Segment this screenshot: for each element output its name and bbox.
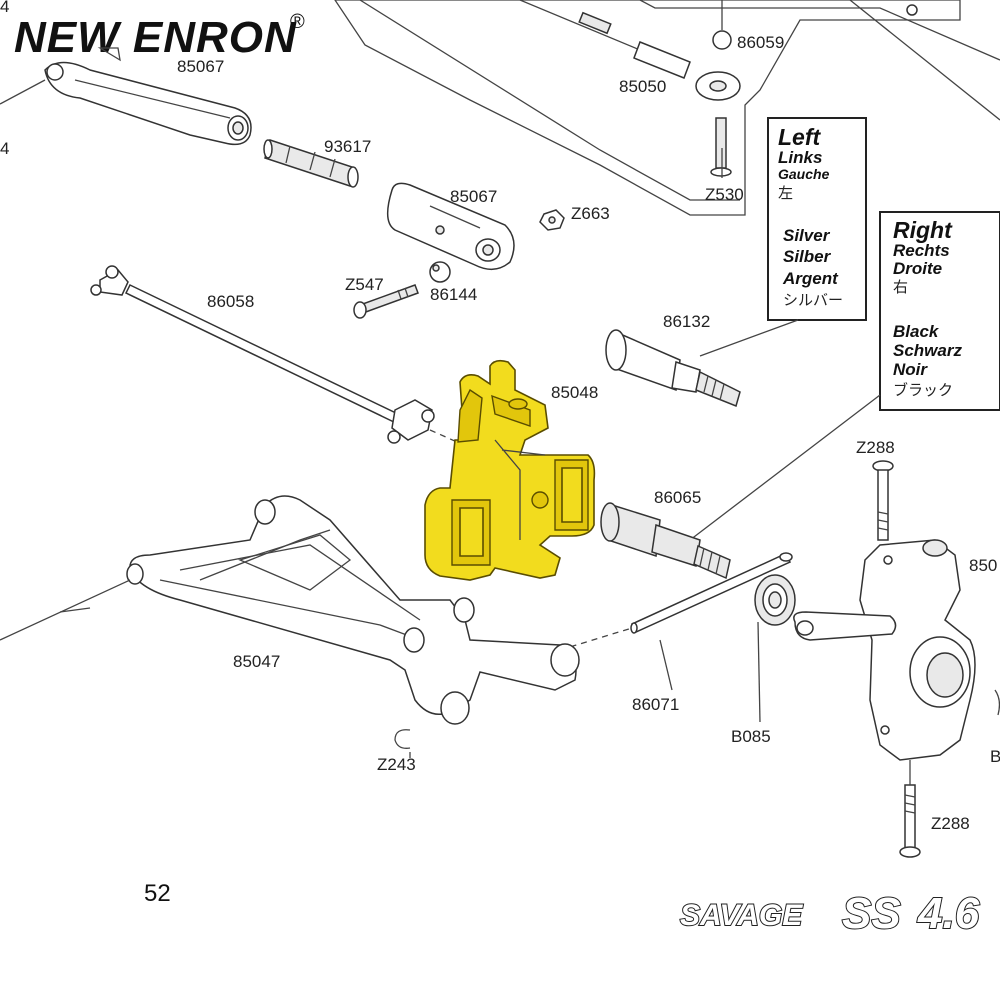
- part-85067-top[interactable]: [0, 47, 252, 146]
- label-Z663: Z663: [571, 204, 610, 223]
- logo-version: 4.6: [917, 889, 980, 938]
- label-Z288-top: Z288: [856, 438, 895, 457]
- right-leader-line: [689, 394, 881, 541]
- left-color-de: Silber: [783, 247, 832, 266]
- label-Z288-bottom: Z288: [931, 814, 970, 833]
- label-86144: 86144: [430, 285, 477, 304]
- right-variant-box: Right Rechts Droite 右 Black Schwarz Noir…: [879, 211, 1000, 411]
- label-93617: 93617: [324, 137, 371, 156]
- part-Z288-bottom[interactable]: [899, 760, 921, 858]
- label-850-cut: 850: [969, 556, 997, 575]
- label-85048: 85048: [551, 383, 598, 402]
- right-color-fr: Noir: [893, 360, 928, 379]
- leader-lines: [409, 148, 761, 758]
- right-color-en: Black: [893, 322, 940, 341]
- part-86065[interactable]: [600, 502, 731, 580]
- registered-mark: ®: [290, 11, 305, 33]
- label-85067-top: 85067: [177, 57, 224, 76]
- right-jp: 右: [893, 278, 908, 296]
- left-fr: Gauche: [778, 166, 830, 182]
- left-color-jp: シルバー: [783, 291, 843, 309]
- label-85050: 85050: [619, 77, 666, 96]
- logo-series: SS: [842, 889, 901, 938]
- part-86132[interactable]: [605, 329, 741, 408]
- part-86071[interactable]: [559, 552, 793, 651]
- brand-name: NEW ENRON: [14, 13, 297, 62]
- part-top-rod[interactable]: [519, 0, 741, 177]
- label-B085: B085: [731, 727, 771, 746]
- part-85047[interactable]: [0, 495, 580, 725]
- label-edge-b: B: [990, 747, 1000, 766]
- left-jp: 左: [778, 184, 793, 202]
- label-85047: 85047: [233, 652, 280, 671]
- label-86058: 86058: [207, 292, 254, 311]
- label-edge-4a: 4: [0, 0, 9, 16]
- logo-model: SAVAGE: [680, 899, 803, 932]
- part-Z288-top[interactable]: [872, 460, 894, 541]
- right-fr: Droite: [893, 259, 942, 278]
- savage-logo: SAVAGE SS 4.6: [679, 888, 981, 939]
- left-variant-box: Left Links Gauche 左 Silver Silber Argent…: [767, 117, 867, 321]
- right-color-de: Schwarz: [893, 341, 962, 360]
- label-85067-mid: 85067: [450, 187, 497, 206]
- label-86059: 86059: [737, 33, 784, 52]
- right-title: Right: [893, 217, 953, 243]
- part-Z243[interactable]: [394, 729, 411, 749]
- part-86144[interactable]: [429, 261, 451, 283]
- label-edge-4b: 4: [0, 139, 9, 158]
- part-850-right-hub[interactable]: [793, 539, 1000, 761]
- label-86065: 86065: [654, 488, 701, 507]
- part-Z547[interactable]: [353, 284, 419, 319]
- right-de: Rechts: [893, 241, 950, 260]
- chassis-outline: [334, 0, 1000, 216]
- part-85048-highlighted[interactable]: [424, 359, 596, 581]
- page-number: 52: [144, 880, 171, 907]
- label-86132: 86132: [663, 312, 710, 331]
- left-color-en: Silver: [783, 226, 831, 245]
- part-85067-mid[interactable]: [386, 182, 515, 271]
- part-93617[interactable]: [263, 139, 359, 188]
- left-title: Left: [778, 124, 822, 150]
- label-Z243: Z243: [377, 755, 416, 774]
- left-de: Links: [778, 148, 822, 167]
- label-Z547: Z547: [345, 275, 384, 294]
- left-color-fr: Argent: [782, 269, 839, 288]
- left-leader-line: [699, 319, 799, 357]
- part-B085[interactable]: [754, 574, 796, 626]
- label-Z530: Z530: [705, 185, 744, 204]
- label-86071: 86071: [632, 695, 679, 714]
- right-color-jp: ブラック: [893, 381, 953, 399]
- part-Z663[interactable]: [539, 209, 565, 231]
